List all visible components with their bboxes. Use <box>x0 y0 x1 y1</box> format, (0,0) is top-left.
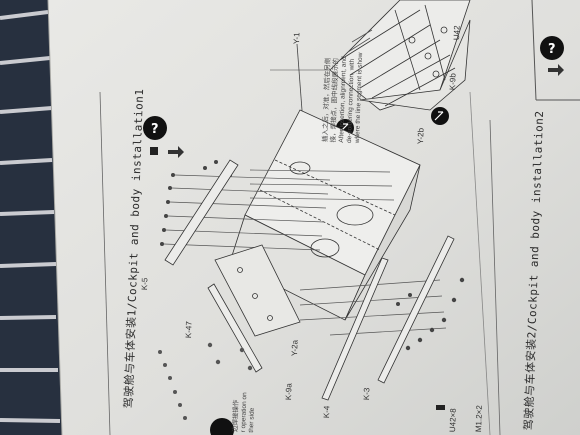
label-y2b: Y-2b <box>416 127 426 145</box>
step-badge-icon <box>210 418 234 435</box>
section-divider <box>531 0 537 101</box>
soldering-badge-icon-2 <box>431 107 449 125</box>
question-mark-icon: ? <box>143 116 167 140</box>
strip-k9a <box>207 283 263 373</box>
svg-text:?: ? <box>151 122 159 137</box>
plate-y2a <box>214 244 301 337</box>
side-plate-k5 <box>164 159 239 266</box>
strip-k3 <box>377 235 455 384</box>
label-k47: K-47 <box>184 321 194 339</box>
svg-text:?: ? <box>548 42 556 57</box>
assembly-note-left: 边焊接操作 r operation on ther side <box>232 392 256 433</box>
strip-k4 <box>321 257 389 401</box>
body-box-drawing <box>229 109 421 321</box>
hardware-m12x2: M1.2×2 <box>474 405 484 433</box>
label-k5: K-5 <box>140 277 150 291</box>
label-k3: K-3 <box>362 387 372 401</box>
question-mark-icon-top-right: ? <box>540 36 564 76</box>
label-y1: Y-1 <box>292 32 302 45</box>
small-hardware-pieces <box>158 342 253 420</box>
chassis-frame-drawing-top <box>329 0 471 111</box>
hardware-marker <box>436 405 445 410</box>
rotate-arrow-icon <box>150 146 184 158</box>
label-u42-top: U42 <box>452 25 462 41</box>
label-k4: K-4 <box>322 405 332 419</box>
assembly-note-top: 插入之后，对准，然后在另侧 接，焊接点，图中线段展示的 After insert… <box>322 52 365 144</box>
hardware-u42x8: U42×8 <box>448 408 458 433</box>
label-k9b: K-9b <box>448 73 458 91</box>
label-y2a: Y-2a <box>290 339 300 357</box>
label-k9a: K-9a <box>284 383 294 401</box>
